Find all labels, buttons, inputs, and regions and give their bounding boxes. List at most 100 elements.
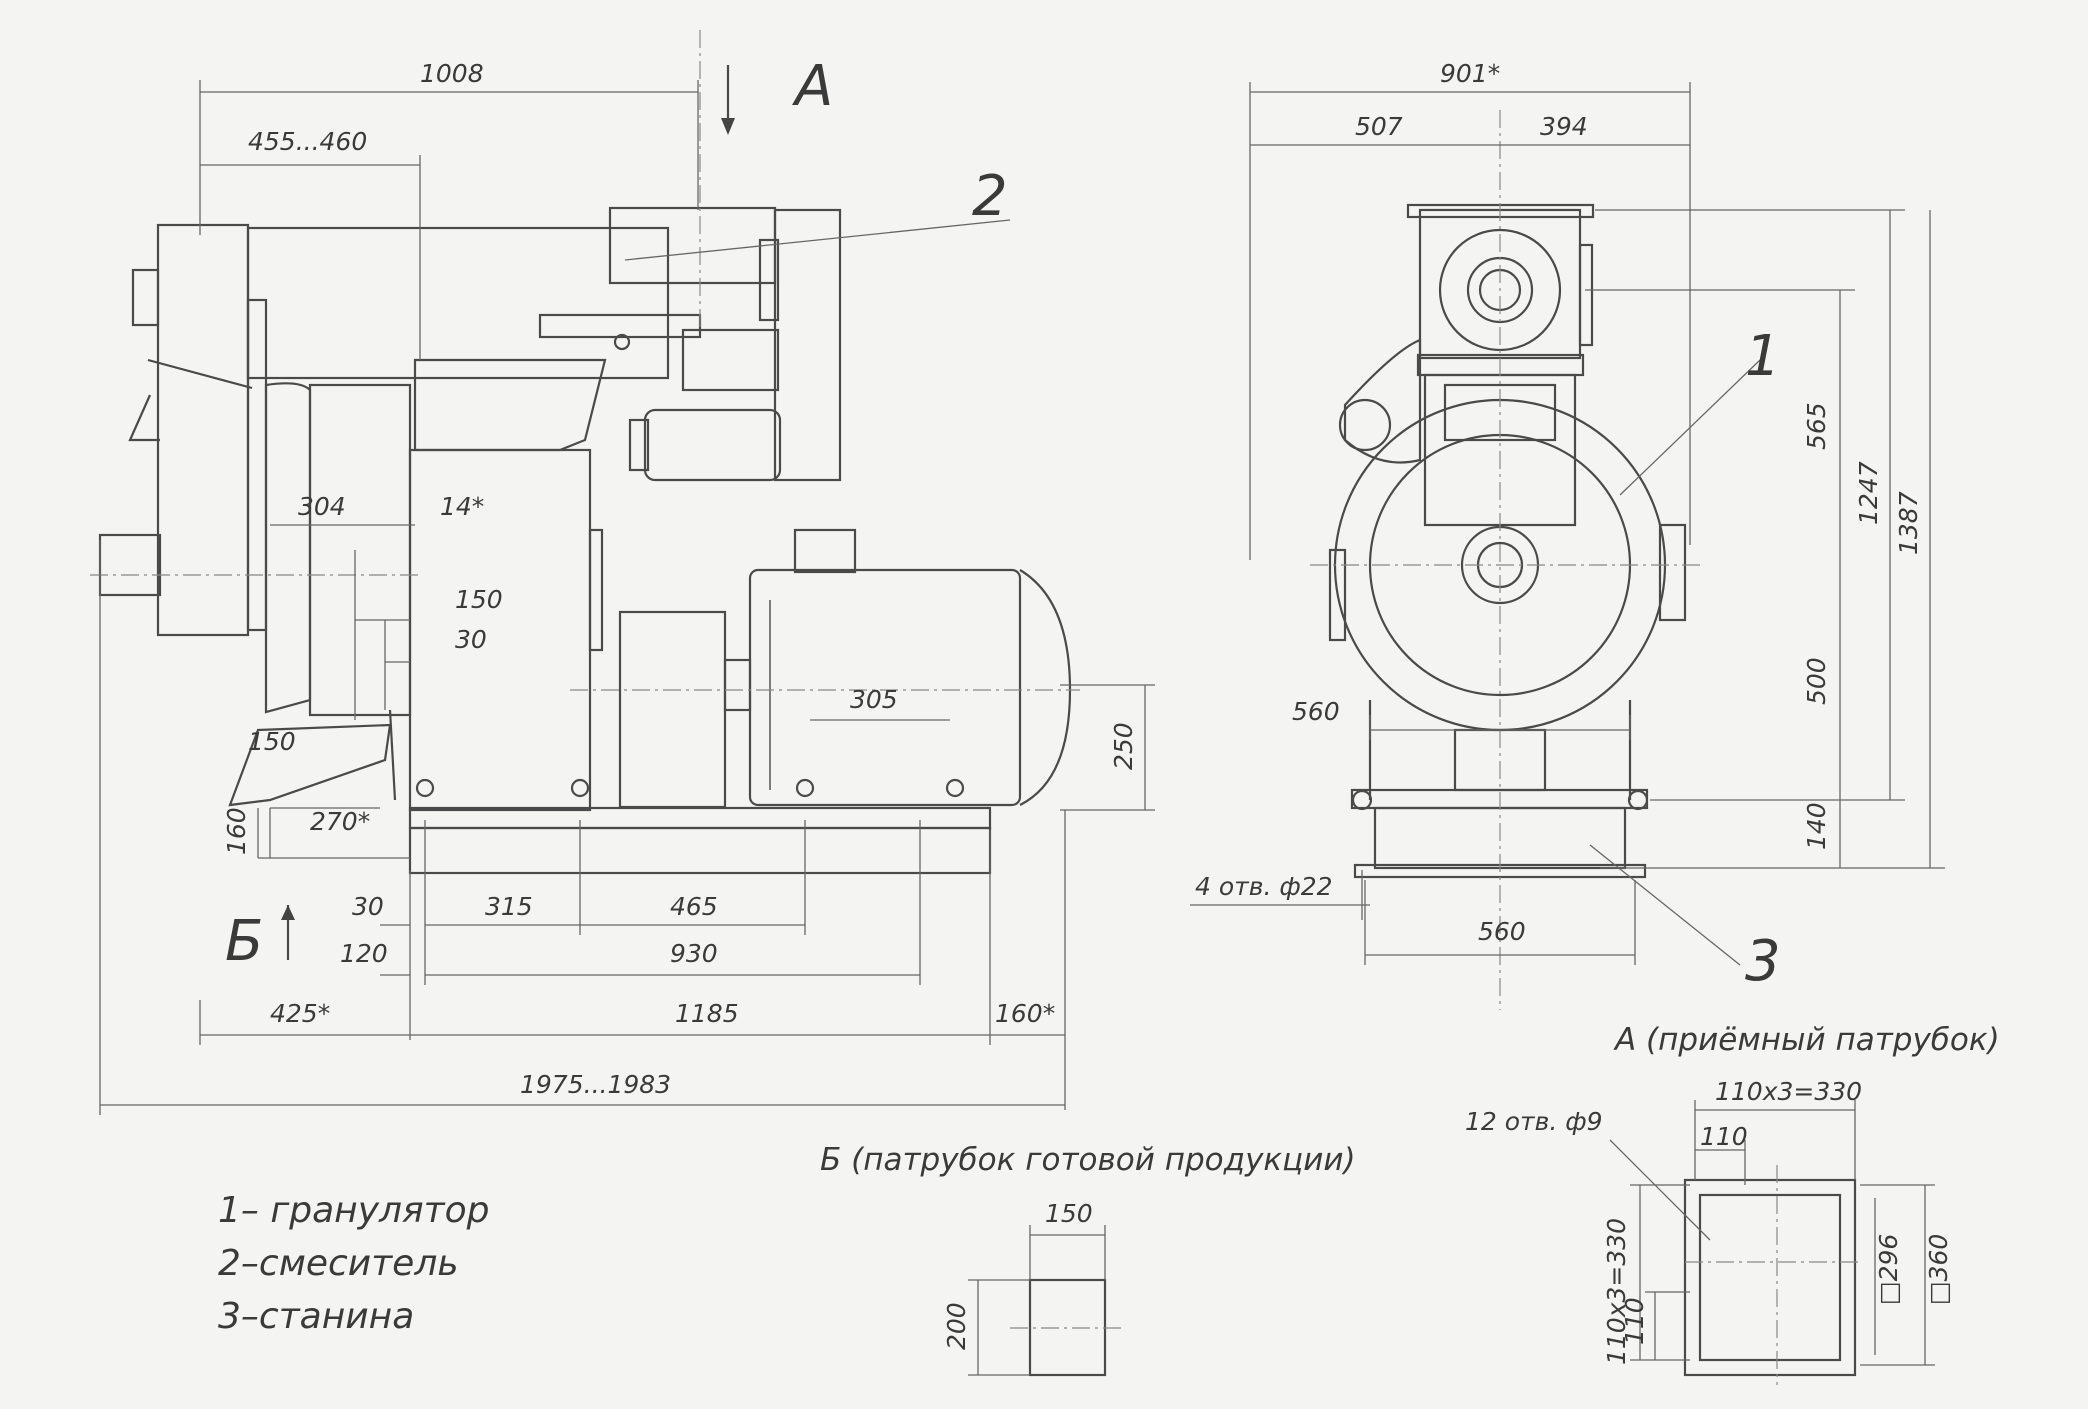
dim-930: 930: [670, 939, 718, 968]
dim-150: 150: [455, 585, 503, 614]
dim-394: 394: [1540, 112, 1588, 141]
mixer-inlet: [608, 206, 777, 285]
dim-a-110: 110: [1700, 1122, 1748, 1151]
dim-150-chute: 150: [248, 727, 296, 756]
mixer-motor-side: [1343, 338, 1422, 464]
drum-bracket: [128, 394, 160, 442]
anchor-bolt: [945, 778, 965, 798]
mixer-support-plate: [538, 313, 702, 339]
front-dimension-lines: [1190, 82, 1945, 965]
dim-b-200: 200: [942, 1302, 971, 1350]
anchor-bolt: [415, 778, 435, 798]
dim-250: 250: [1109, 722, 1138, 770]
dim-465: 465: [670, 892, 718, 921]
right-bracket: [1658, 523, 1687, 622]
drum-strap: [147, 358, 253, 390]
legend: 1– гранулятор 2–смеситель 3–станина: [218, 1190, 490, 1337]
granulator-housing: [264, 382, 312, 714]
view-a-inlet: А (приёмный патрубок) 12 отв. ф9 110x3=3…: [1465, 1022, 2000, 1385]
mixer-motor-end: [628, 418, 650, 472]
dim-1008: 1008: [420, 59, 484, 88]
dim-14: 14*: [440, 492, 484, 521]
feed-window: [1443, 383, 1557, 442]
dim-1975-1983: 1975...1983: [520, 1070, 671, 1099]
press-flange: [588, 528, 604, 652]
anchor-bolt: [1351, 789, 1373, 811]
dim-b-150: 150: [1045, 1199, 1093, 1228]
dim-a-110-side: 110: [1620, 1297, 1649, 1345]
view-b-outlet: Б (патрубок готовой продукции) 150 200: [820, 1142, 1356, 1377]
dim-a-top: 110x3=330: [1715, 1077, 1862, 1106]
coupling: [723, 658, 752, 712]
dim-560-bottom: 560: [1478, 917, 1526, 946]
legend-item-mixer: 2–смеситель: [218, 1243, 459, 1284]
mixer-end-box: [773, 208, 842, 482]
dim-455-460: 455...460: [248, 127, 367, 156]
anchor-bolt: [570, 778, 590, 798]
callout-1-leader: [1619, 359, 1761, 496]
dim-500: 500: [1802, 657, 1831, 705]
view-a-caption: А (приёмный патрубок): [1613, 1022, 2000, 1058]
shaft-end: [98, 533, 162, 597]
main-motor: [748, 568, 1022, 807]
mixer-bearing: [758, 238, 780, 322]
shaft-boss: [131, 268, 160, 327]
dim-1185: 1185: [675, 999, 739, 1028]
hopper: [413, 358, 607, 452]
dim-270: 270*: [310, 807, 370, 836]
dim-507: 507: [1355, 112, 1403, 141]
chute-edge: [388, 709, 397, 801]
inlet-flange-outer: [1683, 1178, 1857, 1377]
holes-note: 4 отв. ф22: [1195, 872, 1333, 901]
granulator-drum: [156, 223, 250, 637]
callout-2: 2: [972, 164, 1008, 229]
dim-1247: 1247: [1854, 461, 1883, 525]
callout-3-leader: [1589, 844, 1741, 966]
mixer-side-plate: [1578, 243, 1594, 347]
coupling-housing: [618, 610, 727, 809]
inlet-opening: [1698, 1193, 1842, 1362]
bolt-marker: [613, 333, 631, 351]
view-a-arrow-head: [721, 118, 735, 135]
holes-a-note: 12 отв. ф9: [1465, 1107, 1603, 1136]
dim-a-296: □296: [1874, 1234, 1903, 1305]
callout-1: 1: [1745, 324, 1781, 389]
terminal-box: [793, 528, 857, 574]
gear-box: [681, 328, 780, 392]
view-b-dimension-lines: [968, 1225, 1106, 1376]
side-dimension-lines: [99, 80, 1155, 1115]
legend-item-frame: 3–станина: [218, 1296, 414, 1337]
dim-901: 901*: [1440, 59, 1500, 88]
motor-shaft-cover: [1338, 398, 1392, 452]
dim-305: 305: [850, 685, 898, 714]
dim-565: 565: [1802, 402, 1831, 450]
view-a-dimension-lines: [1609, 1100, 1935, 1366]
dim-304: 304: [298, 492, 346, 521]
dim-560-top: 560: [1292, 697, 1340, 726]
view-a-marker: А: [792, 54, 833, 119]
dim-30-bottom: 30: [352, 892, 384, 921]
legend-item-granulator: 1– гранулятор: [218, 1190, 490, 1231]
view-b-caption: Б (патрубок готовой продукции): [820, 1142, 1356, 1178]
mixer-top-tube: [246, 226, 670, 380]
anchor-bolt: [795, 778, 815, 798]
dim-a-side: 110x3=330: [1602, 1218, 1631, 1365]
dim-140: 140: [1802, 802, 1831, 850]
left-bracket: [1328, 548, 1347, 642]
product-chute: [228, 723, 392, 807]
dim-160-right: 160*: [995, 999, 1055, 1028]
callout-3: 3: [1745, 929, 1781, 994]
front-view: 1 3 901* 507 394 565 1247 1387 500 140 5…: [1190, 59, 1945, 1010]
dim-160: 160: [222, 807, 251, 855]
granulator-body: [308, 383, 412, 717]
granulator-press: [408, 448, 592, 812]
dim-425: 425*: [270, 999, 330, 1028]
dim-120: 120: [340, 939, 388, 968]
dim-30: 30: [455, 625, 487, 654]
side-view: А Б 2 1008 455...460 304 14* 150 30 305 …: [90, 30, 1155, 1115]
view-b-arrow-head: [281, 905, 295, 920]
frame-body: [408, 826, 992, 875]
dim-315: 315: [485, 892, 533, 921]
dim-a-360: □360: [1924, 1234, 1953, 1305]
